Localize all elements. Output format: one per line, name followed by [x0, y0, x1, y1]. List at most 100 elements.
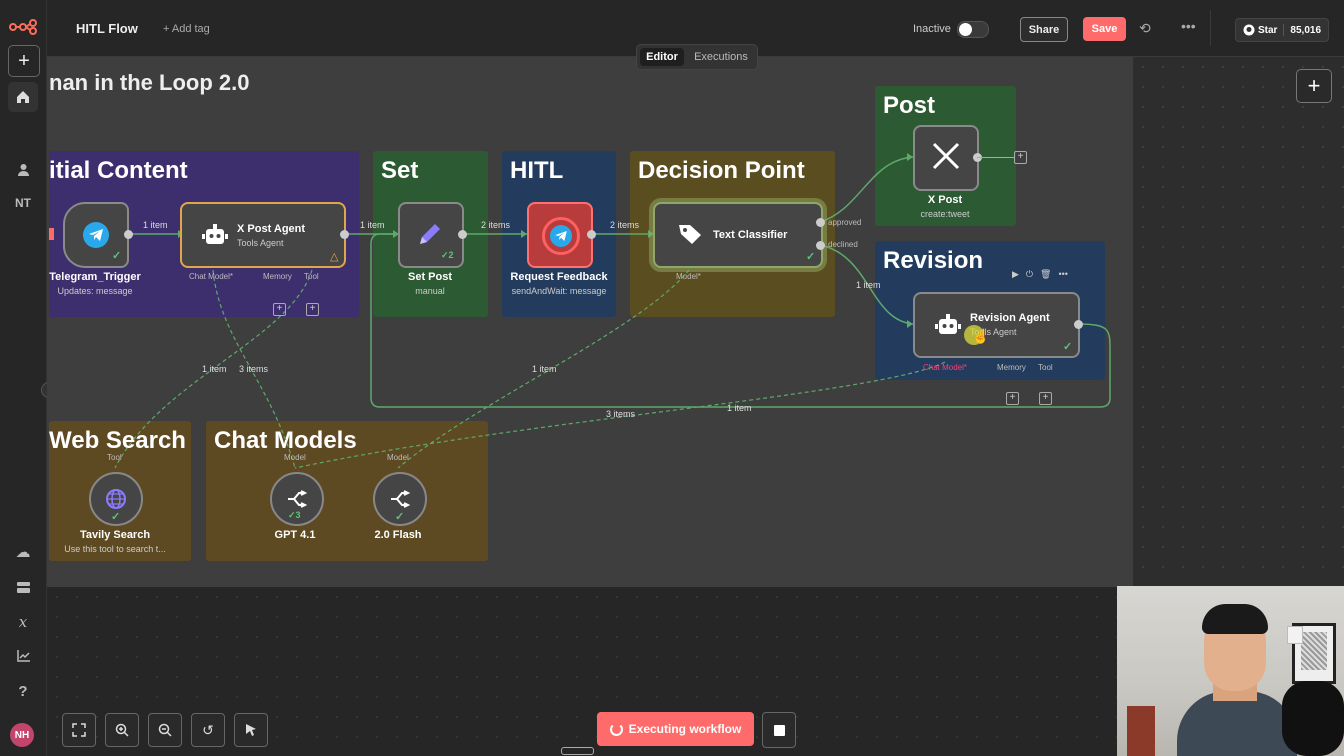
tab-executions[interactable]: Executions	[694, 51, 748, 63]
success-check-icon: ✓2	[441, 250, 454, 260]
insights-icon[interactable]	[8, 641, 38, 671]
node-title: Set Post	[407, 271, 452, 283]
output-port[interactable]	[587, 230, 596, 239]
node-title: Tavily Search	[79, 529, 151, 541]
declined-label: declined	[828, 240, 858, 249]
person-shoulders	[1177, 691, 1297, 756]
approved-label: approved	[828, 218, 862, 227]
sticky-web-search[interactable]: Web Search	[49, 421, 191, 561]
wall-outlet	[1287, 626, 1303, 644]
approved-output-port[interactable]	[816, 218, 825, 227]
help-icon[interactable]: ?	[18, 682, 28, 700]
edge-label: 1 item	[143, 220, 168, 230]
gpt-4-1-node[interactable]: ✓3	[270, 472, 324, 526]
node-subtitle: Use this tool to search t...	[64, 544, 166, 554]
chat-model-port-label: Chat Model*	[923, 363, 968, 372]
sticky-chat-models[interactable]: Chat Models	[206, 421, 488, 561]
output-port[interactable]	[458, 230, 467, 239]
node-title: X Post	[927, 194, 963, 206]
select-tool-button[interactable]	[234, 713, 268, 747]
node-toolbar: ▶ ⏻ 🗑 •••	[1012, 269, 1068, 280]
add-memory-button[interactable]: +	[273, 303, 286, 316]
model-port-label: Model	[387, 453, 409, 462]
node-title: Revision Agent	[970, 312, 1050, 324]
output-port[interactable]	[340, 230, 349, 239]
request-feedback-node[interactable]	[527, 202, 593, 268]
add-tool-button[interactable]: +	[1039, 392, 1052, 405]
spinner-icon	[609, 722, 623, 736]
output-port[interactable]	[1074, 320, 1083, 329]
webcam-overlay	[1117, 586, 1344, 756]
memory-port-label: Memory	[997, 363, 1026, 372]
user-icon[interactable]	[8, 154, 38, 184]
zoom-in-icon	[115, 723, 129, 737]
set-post-node[interactable]: ✓2	[398, 202, 464, 268]
telegram-icon	[83, 222, 109, 248]
add-next-node-button[interactable]: +	[1014, 151, 1027, 164]
sticky-title: Post	[883, 92, 936, 119]
project-initials[interactable]: NT	[15, 196, 31, 210]
zoom-out-icon	[158, 723, 172, 737]
n8n-logo-icon[interactable]	[8, 12, 38, 42]
model-port-label: Model*	[676, 272, 701, 281]
cloud-icon[interactable]: ☁	[15, 544, 31, 561]
home-icon[interactable]	[8, 82, 38, 112]
tavily-search-node[interactable]: ✓	[89, 472, 143, 526]
x-post-agent-node[interactable]: X Post Agent Tools Agent △	[180, 202, 346, 268]
more-options-icon[interactable]: •••	[1181, 18, 1196, 34]
more-icon[interactable]: •••	[1058, 269, 1068, 279]
tab-editor[interactable]: Editor	[640, 48, 684, 66]
zoom-out-button[interactable]	[148, 713, 182, 747]
add-tag-link[interactable]: + Add tag	[163, 23, 210, 35]
sticky-title: Set	[381, 157, 419, 184]
zoom-in-button[interactable]	[105, 713, 139, 747]
executing-spinner-icon	[542, 217, 580, 255]
panel-handle[interactable]	[561, 747, 594, 755]
output-port[interactable]	[124, 230, 133, 239]
openrouter-icon	[288, 490, 308, 508]
fit-view-button[interactable]	[62, 713, 96, 747]
trash-icon[interactable]: 🗑	[1040, 269, 1052, 279]
background-object	[1127, 706, 1155, 756]
node-subtitle: Tools Agent	[237, 238, 284, 248]
stop-icon	[773, 724, 785, 736]
reset-zoom-button[interactable]: ↺	[191, 713, 225, 747]
x-post-node[interactable]	[913, 125, 979, 191]
share-button[interactable]: Share	[1020, 17, 1068, 42]
variables-icon[interactable]: x	[18, 613, 28, 631]
telegram-icon	[550, 225, 572, 247]
undo-icon: ↺	[202, 721, 214, 738]
add-tool-button[interactable]: +	[306, 303, 319, 316]
edge-label: 2 items	[610, 220, 640, 230]
declined-output-port[interactable]	[816, 241, 825, 250]
add-icon[interactable]: +	[8, 45, 40, 77]
power-icon[interactable]: ⏻	[1025, 269, 1034, 279]
stop-execution-button[interactable]	[762, 712, 796, 748]
workflow-name[interactable]: HITL Flow	[76, 21, 138, 36]
edge-label: 1 item	[856, 280, 881, 290]
warning-icon: △	[330, 251, 339, 263]
canvas-heading-sticky[interactable]: nan in the Loop 2.0	[49, 70, 250, 95]
templates-icon[interactable]	[8, 572, 38, 602]
history-icon[interactable]: ⟲	[1139, 20, 1151, 36]
github-star-button[interactable]: Star 85,016	[1235, 18, 1329, 42]
node-title: Telegram_Trigger	[49, 271, 141, 283]
save-button[interactable]: Save	[1083, 17, 1126, 41]
text-classifier-node[interactable]: Text Classifier ✓	[653, 202, 823, 268]
executing-workflow-button[interactable]: Executing workflow	[597, 712, 754, 746]
star-label: Star	[1257, 24, 1278, 36]
user-avatar[interactable]: NH	[10, 723, 34, 747]
play-icon[interactable]: ▶	[1012, 269, 1019, 279]
run-count-badge: 2	[448, 250, 454, 260]
telegram-trigger-node[interactable]: ✓	[63, 202, 129, 268]
tool-port-label: Tool	[1038, 363, 1053, 372]
openrouter-icon	[391, 490, 411, 508]
canvas-right-area[interactable]	[1133, 57, 1344, 587]
pointer-icon	[246, 724, 256, 736]
revision-agent-node[interactable]: Revision Agent Tools Agent ✓	[913, 292, 1080, 358]
add-memory-button[interactable]: +	[1006, 392, 1019, 405]
add-node-button[interactable]: +	[1296, 69, 1332, 103]
sticky-title: itial Content	[49, 157, 188, 184]
gemini-flash-node[interactable]: ✓	[373, 472, 427, 526]
active-toggle[interactable]	[957, 21, 989, 38]
